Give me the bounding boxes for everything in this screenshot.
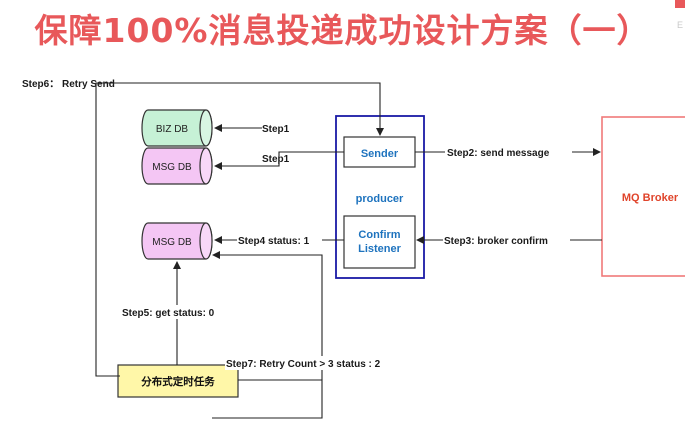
step1-msg-label: Step1 <box>262 154 290 165</box>
step1-msg-arrow <box>214 151 344 170</box>
step7-return-arrow <box>212 251 323 380</box>
scheduled-job-label: 分布式定时任务 <box>141 375 215 388</box>
corner-badge <box>675 0 685 8</box>
sender-label: Sender <box>361 148 399 160</box>
scheduled-job-box <box>117 364 239 398</box>
msg-db-top: MSG DB <box>141 147 213 185</box>
msg-db-top-label: MSG DB <box>152 162 192 173</box>
mq-broker-label: MQ Broker <box>622 192 679 204</box>
listener-label: Listener <box>358 243 402 255</box>
confirm-listener-box <box>343 215 416 269</box>
step6-label: Step6： Retry Send <box>22 79 115 90</box>
step2-label: Step2: send message <box>447 148 550 159</box>
step4-label: Step4 status: 1 <box>238 236 310 247</box>
step5-label: Step5: get status: 0 <box>122 308 215 319</box>
confirm-label: Confirm <box>358 229 400 241</box>
step3-label: Step3: broker confirm <box>444 236 548 247</box>
msg-db-bottom: MSG DB <box>141 222 213 260</box>
step7-arrow <box>212 379 323 419</box>
step7-label: Step7: Retry Count > 3 status : 2 <box>226 359 381 370</box>
step6-arrow <box>95 82 384 377</box>
step5-label-bg <box>120 305 238 319</box>
corner-letter: E <box>676 20 683 30</box>
biz-db-label: BIZ DB <box>156 124 189 135</box>
mq-broker-box <box>601 116 685 277</box>
producer-label: producer <box>356 193 404 205</box>
step1-biz-label: Step1 <box>262 124 290 135</box>
page-title: 保障100%消息投递成功设计方案（一） <box>34 11 651 50</box>
biz-db: BIZ DB <box>141 109 213 147</box>
msg-db-bottom-label: MSG DB <box>152 237 192 248</box>
step7-label-bg <box>225 356 415 370</box>
